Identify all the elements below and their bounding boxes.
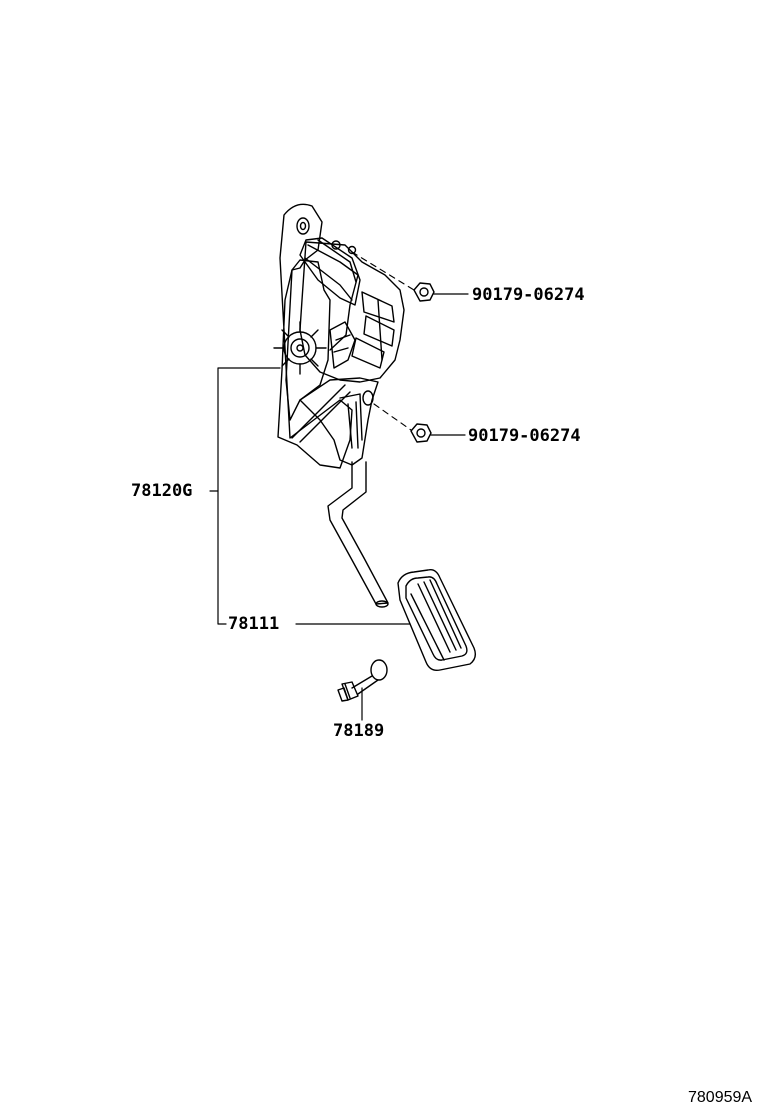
part-label-nut-upper: 90179-06274: [472, 285, 585, 305]
pedal-stopper: [337, 659, 388, 702]
nut-upper: [413, 282, 435, 302]
part-label-nut-lower: 90179-06274: [468, 426, 581, 446]
part-label-pedal-pad: 78111: [228, 614, 280, 634]
nut-lower: [410, 423, 432, 443]
pedal-arm: [327, 461, 389, 608]
part-label-assembly: 78120G: [131, 481, 193, 501]
pedal-pad: [397, 568, 477, 672]
dashed-assembly-lines: [351, 251, 415, 431]
part-label-stopper: 78189: [333, 721, 385, 741]
figure-code: 780959A: [688, 1089, 753, 1106]
leader-lines: [209, 293, 469, 721]
pedal-bracket-assembly: [273, 203, 405, 469]
